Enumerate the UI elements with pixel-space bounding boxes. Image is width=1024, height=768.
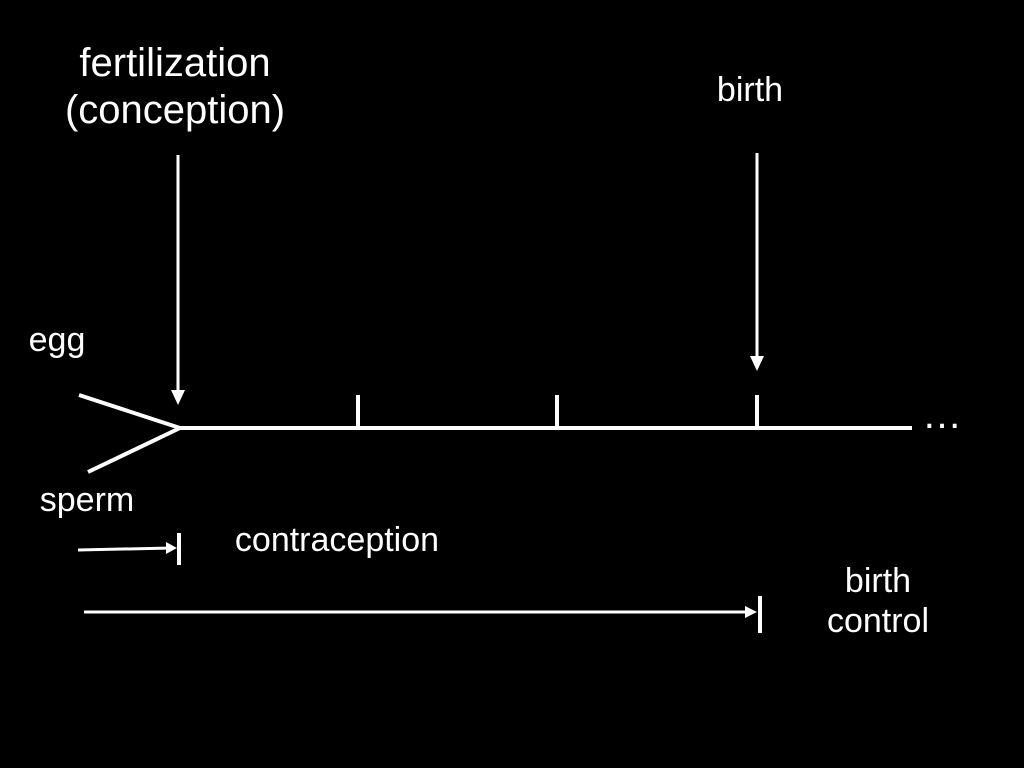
timeline-ellipsis: … [922, 393, 962, 437]
birth-control-label-line1: birth [844, 562, 912, 600]
birth-label: birth [716, 71, 784, 109]
contraception-label: contraception [234, 521, 440, 559]
fertilization-label-line1: fertilization [79, 41, 271, 85]
egg-line [78, 393, 181, 430]
birth-control-label: birth control [806, 561, 950, 641]
birth-control-arrowhead [745, 606, 757, 618]
fertilization-label: fertilization (conception) [30, 40, 320, 134]
sperm-label: sperm [39, 481, 135, 519]
contraception-arrow [77, 546, 173, 552]
egg-label: egg [28, 321, 86, 359]
birth-arrowhead [750, 356, 764, 371]
fertilization-label-line2: (conception) [64, 88, 286, 133]
sperm-line [87, 426, 181, 474]
birth-control-label-line2: control [826, 602, 930, 641]
fertilization-arrowhead [171, 390, 185, 405]
contraception-arrowhead [166, 542, 177, 554]
